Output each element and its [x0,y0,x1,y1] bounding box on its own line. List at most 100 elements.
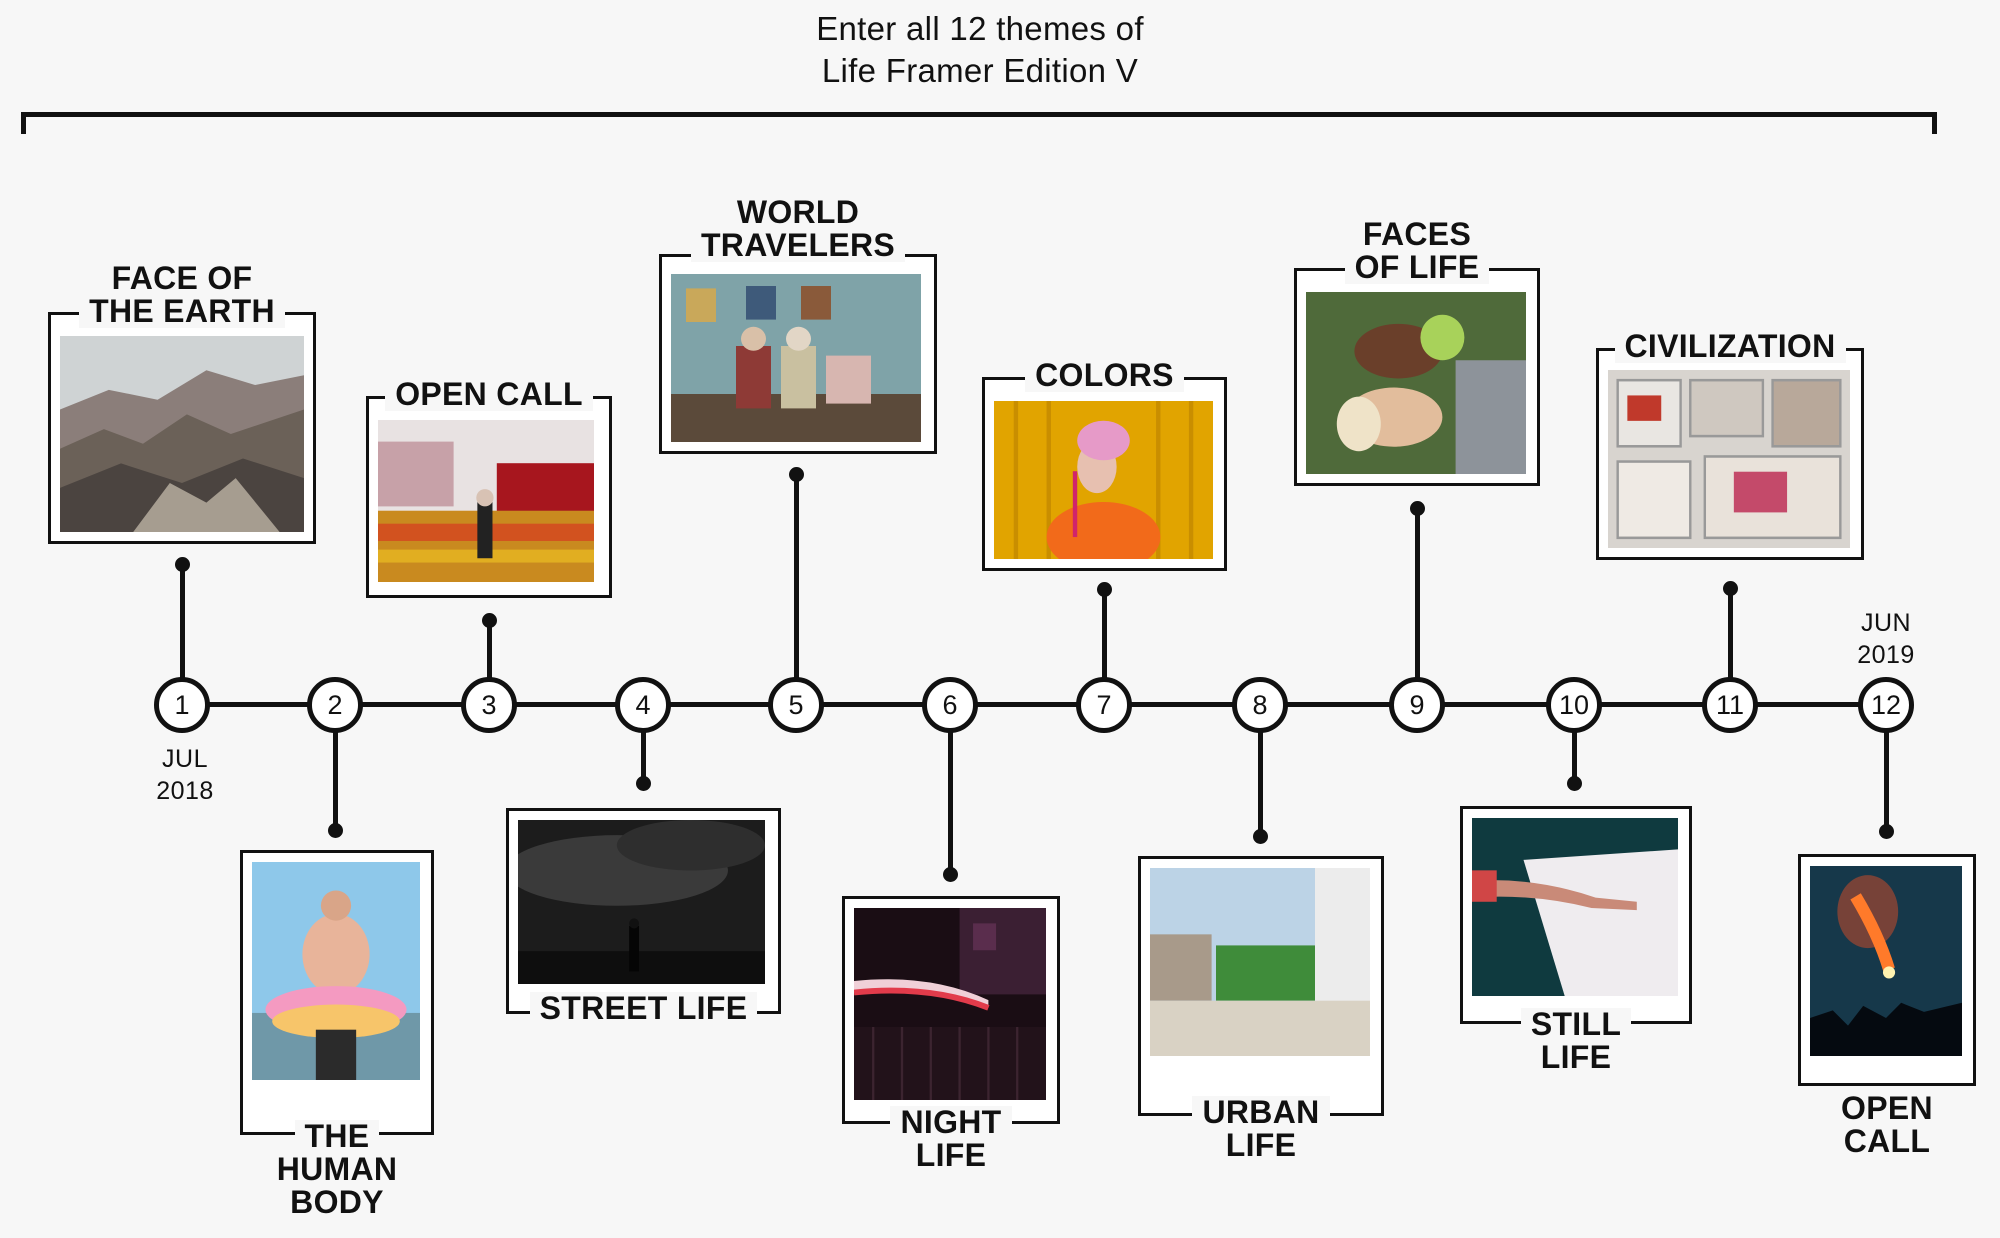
end-month: JUN [1860,609,1912,637]
theme-title-4: STREET LIFE [506,992,781,1025]
theme-card-7[interactable] [982,377,1227,571]
mountain-landscape-photo [60,336,304,532]
connector-5 [793,474,799,705]
theme-card-6[interactable] [842,896,1060,1124]
aerial-house-rooms-photo [1608,370,1850,548]
connector-dot-5 [788,466,804,482]
connector-dot-4 [635,775,651,791]
end-year: 2019 [1857,641,1915,669]
timeline-node-6: 6 [922,677,978,733]
start-month: JUL [162,745,208,773]
theme-title-line: TRAVELERS [690,229,906,262]
node-number: 8 [1252,689,1268,720]
woman-pink-hat-orange-photo [994,401,1213,559]
theme-title-11: CIVILIZATION [1596,330,1864,363]
connector-dot-2 [327,822,343,838]
connector-dot-11 [1722,580,1738,596]
timeline-node-4: 4 [615,677,671,733]
two-faces-grass-photo [1306,292,1526,474]
connector-dot-8 [1252,828,1268,844]
theme-title-line: LIFE [905,1139,997,1172]
connector-10 [1571,705,1577,783]
theme-title-line: OPEN CALL [385,378,593,411]
editions-bracket [21,112,1937,134]
connector-9 [1414,508,1420,705]
theme-title-line: LIFE [1215,1129,1307,1162]
theme-card-10[interactable] [1460,806,1692,1024]
theme-title-line: BODY [280,1186,394,1219]
theme-card-8[interactable] [1138,856,1384,1116]
node-number: 7 [1096,689,1112,720]
theme-title-line: STREET LIFE [529,992,758,1025]
node-number: 5 [788,689,804,720]
theme-card-5[interactable] [659,254,937,454]
node-number: 2 [327,689,343,720]
theme-title-line: THE EARTH [79,295,285,328]
timeline-node-1: 1 [154,677,210,733]
connector-dot-1 [174,556,190,572]
green-wall-building-photo [1150,868,1370,1056]
theme-card-4[interactable] [506,808,781,1014]
theme-card-1[interactable] [48,312,316,544]
timeline-node-7: 7 [1076,677,1132,733]
theme-card-2[interactable] [240,850,434,1135]
theme-title-line: URBAN [1192,1096,1330,1129]
theme-title-line: NIGHT [890,1106,1012,1139]
connector-dot-6 [942,866,958,882]
timeline-node-5: 5 [768,677,824,733]
timeline-node-2: 2 [307,677,363,733]
theme-title-line: FACES [1352,218,1482,251]
flare-at-night-photo [1810,866,1962,1056]
timeline-node-11: 11 [1702,677,1758,733]
elderly-couple-interior-photo [671,274,921,442]
theme-card-12[interactable] [1798,854,1976,1086]
node-number: 1 [174,689,190,720]
theme-card-9[interactable] [1294,268,1540,486]
connector-dot-3 [481,612,497,628]
connector-dot-10 [1566,775,1582,791]
connector-12 [1883,705,1889,831]
start-date: JUL 2018 [125,743,245,807]
theme-title-line: COLORS [1025,359,1184,392]
arm-on-white-table-photo [1472,818,1678,996]
header-line-1: Enter all 12 themes of [816,10,1144,47]
node-number: 3 [481,689,497,720]
timeline-axis [182,702,1886,707]
timeline-node-12: 12 [1858,677,1914,733]
node-number: 11 [1715,689,1745,720]
connector-6 [947,705,953,874]
connector-8 [1257,705,1263,836]
swimmer-with-donut-float-photo [252,862,420,1080]
theme-title-line: CIVILIZATION [1614,330,1846,363]
node-number: 10 [1558,689,1590,720]
theme-title-line: THE [294,1120,380,1153]
end-date: JUN 2019 [1826,607,1946,671]
connector-11 [1727,588,1733,705]
theme-title-line: WORLD [726,196,870,229]
timeline-node-10: 10 [1546,677,1602,733]
connector-dot-7 [1096,581,1112,597]
theme-card-3[interactable] [366,396,612,598]
theme-title-line: FACE OF [101,262,263,295]
theme-title-line: CALL [1833,1125,1941,1158]
theme-title-line: STILL [1520,1008,1632,1041]
connector-dot-9 [1409,500,1425,516]
header-line-2: Life Framer Edition V [821,52,1139,89]
night-light-trail-photo [854,908,1046,1100]
theme-title-line: LIFE [1530,1041,1622,1074]
node-number: 6 [942,689,958,720]
theme-card-11[interactable] [1596,348,1864,560]
theme-title-3: OPEN CALL [366,378,612,411]
node-number: 4 [635,689,651,720]
timeline-node-3: 3 [461,677,517,733]
connector-4 [640,705,646,783]
start-year: 2018 [156,777,214,805]
